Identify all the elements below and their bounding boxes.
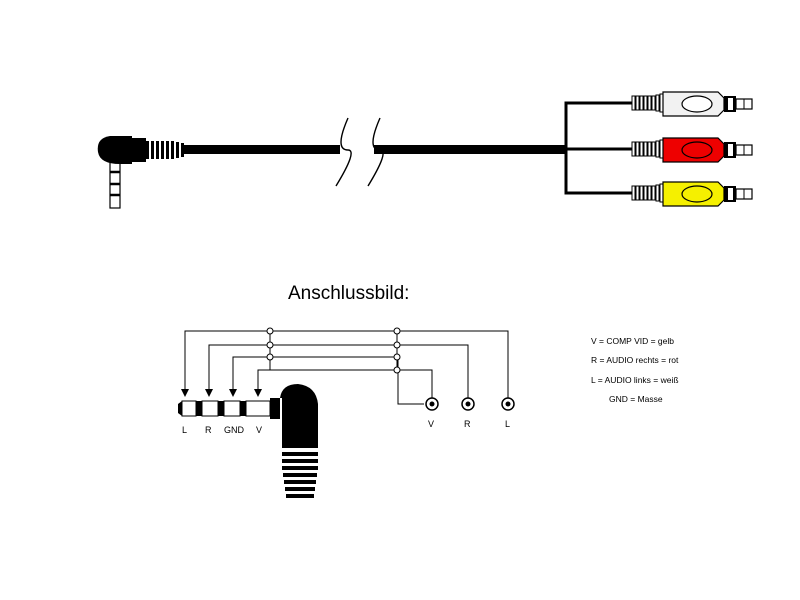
legend-line-r: R = AUDIO rechts = rot — [591, 355, 679, 365]
rca-plug-yellow — [631, 181, 753, 207]
socket-label-r: R — [464, 419, 471, 429]
plug-label-v: V — [256, 425, 262, 435]
arrowheads — [181, 389, 262, 397]
plug-label-l: L — [182, 425, 187, 435]
jack-plug-diagram — [178, 384, 318, 498]
legend-line-gnd: GND = Masse — [609, 394, 663, 404]
rca-sockets-diagram — [425, 397, 515, 411]
legend-line-l: L = AUDIO links = weiß — [591, 375, 679, 385]
rca-plug-red — [631, 137, 753, 163]
split-wires — [564, 101, 632, 195]
cable-break-left — [335, 117, 352, 187]
socket-label-v: V — [428, 419, 434, 429]
plug-label-gnd: GND — [224, 425, 245, 435]
socket-v — [425, 397, 439, 411]
cable-illustration — [97, 91, 753, 209]
socket-label-l: L — [505, 419, 510, 429]
angled-jack-plug-top — [97, 136, 184, 209]
socket-labels: V R L — [428, 419, 510, 429]
socket-l — [501, 397, 515, 411]
plug-label-r: R — [205, 425, 212, 435]
socket-r — [461, 397, 475, 411]
cable-left — [184, 145, 340, 154]
legend: V = COMP VID = gelb R = AUDIO rechts = r… — [591, 336, 679, 404]
diagram-title: Anschlussbild: — [288, 283, 409, 304]
plug-labels: L R GND V — [182, 425, 262, 435]
rca-plug-white — [631, 91, 753, 117]
cable-right — [374, 145, 566, 154]
legend-line-v: V = COMP VID = gelb — [591, 336, 674, 346]
junction-markers — [266, 327, 401, 374]
